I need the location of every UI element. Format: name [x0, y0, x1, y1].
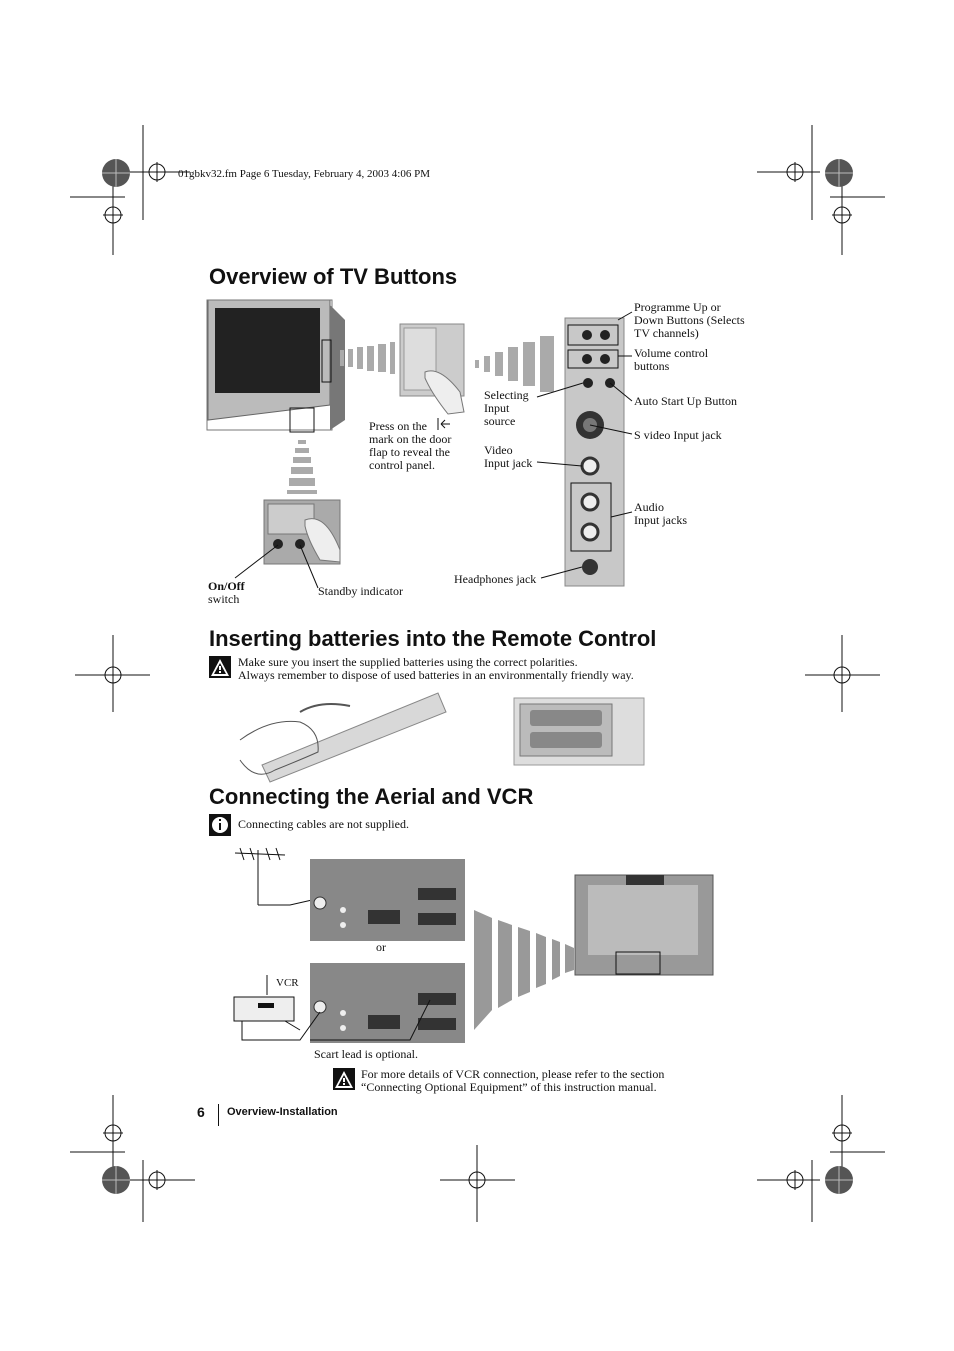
- battery-warning: Make sure you insert the supplied batter…: [238, 655, 634, 682]
- footer-section: Overview-Installation: [227, 1106, 338, 1118]
- section-title-batteries: Inserting batteries into the Remote Cont…: [209, 626, 657, 651]
- info-text: Connecting cables are not supplied.: [238, 817, 409, 831]
- page-number: 6: [197, 1104, 205, 1120]
- scart-note: Scart lead is optional.: [314, 1047, 418, 1061]
- footer-divider: [218, 1104, 219, 1126]
- vcr-label: VCR: [276, 977, 299, 989]
- section-title-aerial: Connecting the Aerial and VCR: [209, 784, 534, 809]
- label-auto-start: Auto Start Up Button: [634, 394, 738, 408]
- or-text: or: [376, 940, 386, 954]
- label-standby: Standby indicator: [318, 584, 403, 598]
- section-title-buttons: Overview of TV Buttons: [209, 264, 458, 289]
- label-s-video: S video Input jack: [634, 428, 722, 442]
- vcr-note: For more details of VCR connection, plea…: [361, 1067, 665, 1094]
- info-icon: [209, 814, 231, 836]
- warning-icon: [209, 656, 231, 678]
- tv-front-illustration: [206, 299, 345, 433]
- file-stamp: 01gbkv32.fm Page 6 Tuesday, February 4, …: [178, 168, 430, 180]
- warning-icon: [333, 1068, 355, 1090]
- label-headphones: Headphones jack: [454, 572, 537, 586]
